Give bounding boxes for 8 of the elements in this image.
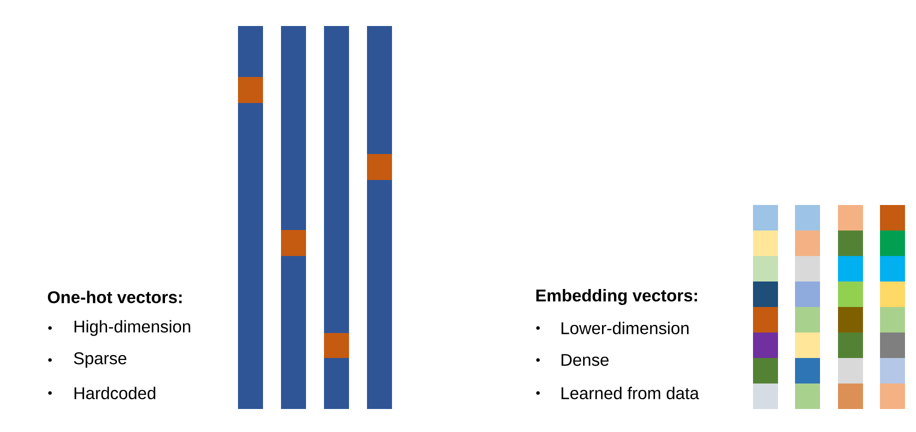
bullet-text: High-dimension — [74, 320, 190, 336]
bullet-text: Dense — [562, 354, 609, 366]
heading: Embedding vectors: — [536, 289, 697, 305]
bullet-text: Learned from data — [562, 386, 700, 400]
heading: One-hot vectors: — [48, 290, 182, 304]
bullet-text: Sparse — [74, 352, 126, 368]
bullet-text: Lower-dimension — [562, 322, 689, 334]
bullet-text: Hardcoded — [74, 386, 156, 400]
